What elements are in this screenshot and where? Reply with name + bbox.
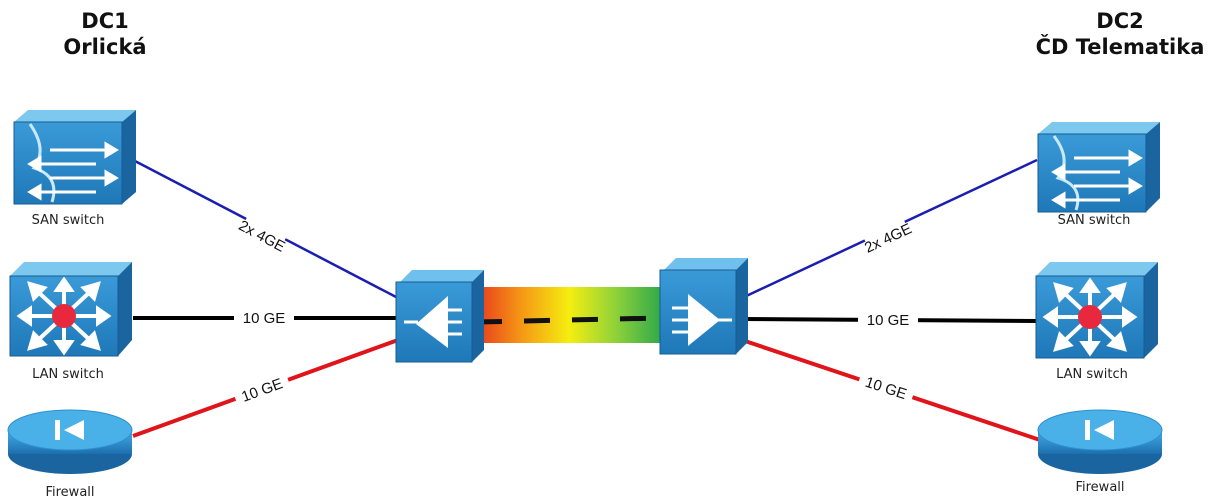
- svg-text:2x 4GE: 2x 4GE: [862, 220, 915, 257]
- right-multiplexer-icon: [659, 258, 748, 355]
- left-san-switch-label: SAN switch: [31, 213, 105, 228]
- left-lan-switch-label: LAN switch: [32, 367, 104, 382]
- right-lan-switch-icon: [1035, 262, 1158, 359]
- label-left-lan: 10 GE: [234, 308, 294, 327]
- dc1-name: DC1: [81, 9, 129, 33]
- left-san-switch-icon: [13, 110, 136, 205]
- dc2-name: DC2: [1096, 9, 1144, 33]
- right-lan-switch-label: LAN switch: [1056, 367, 1128, 382]
- label-right-lan: 10 GE: [858, 310, 918, 329]
- left-firewall-label: Firewall: [45, 485, 95, 500]
- right-san-switch-label: SAN switch: [1057, 213, 1131, 228]
- label-left-fw: 10 GE: [232, 371, 292, 408]
- svg-text:10 GE: 10 GE: [867, 312, 910, 329]
- left-lan-switch-icon: [9, 262, 132, 357]
- dc1-title: DC1 Orlická: [40, 8, 170, 60]
- dc1-location: Orlická: [63, 35, 147, 59]
- left-multiplexer-icon: [395, 270, 484, 363]
- label-right-fw: 10 GE: [856, 369, 916, 405]
- left-firewall-icon: [7, 409, 133, 474]
- right-firewall-label: Firewall: [1075, 480, 1125, 495]
- fiber-dashes: [475, 315, 663, 325]
- right-firewall-icon: [1037, 409, 1163, 474]
- svg-text:2x 4GE: 2x 4GE: [236, 217, 288, 255]
- label-left-san: 2x 4GE: [236, 216, 288, 256]
- fiber-link: [476, 287, 662, 343]
- right-san-switch-icon: [1037, 122, 1160, 213]
- label-right-san: 2x 4GE: [862, 219, 915, 257]
- svg-text:10 GE: 10 GE: [243, 310, 286, 327]
- dc2-location: ČD Telematika: [1035, 35, 1205, 59]
- dc2-title: DC2 ČD Telematika: [1030, 8, 1210, 60]
